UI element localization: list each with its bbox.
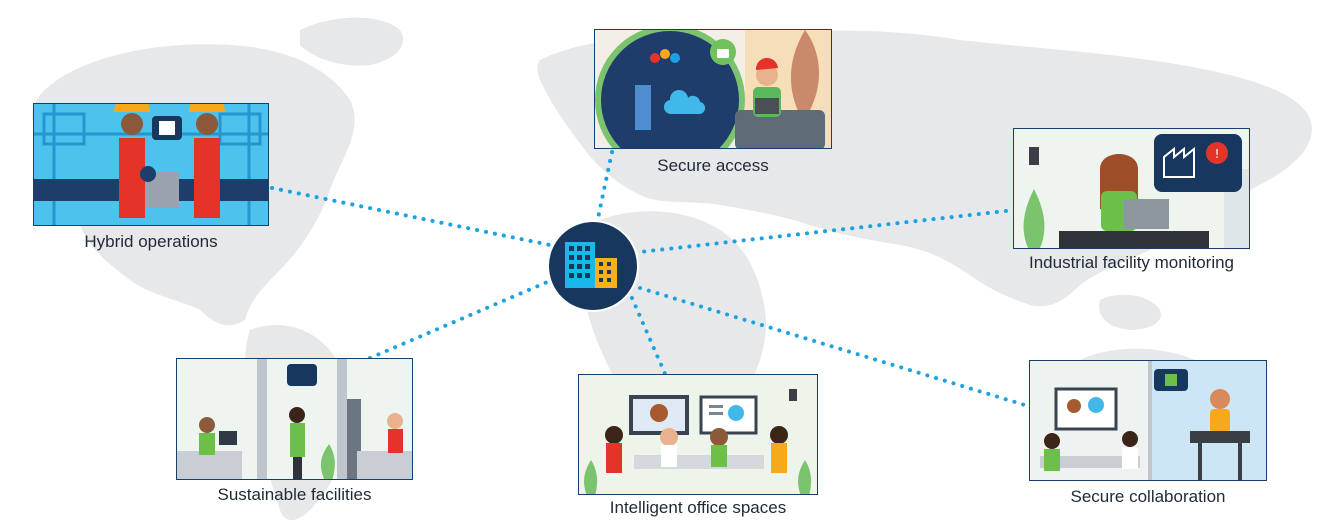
connector-industrial	[638, 208, 1017, 254]
hybrid-operations-label: Hybrid operations	[84, 232, 218, 251]
hybrid-operations-card	[33, 103, 269, 226]
intelligent-office-illustration	[579, 375, 817, 494]
sustainable-facilities-card	[176, 358, 413, 480]
industrial-facility-illustration: !	[1014, 129, 1249, 248]
secure-access-card	[594, 29, 832, 149]
sustainable-facilities-illustration	[177, 359, 412, 479]
connector-hybrid	[270, 186, 552, 247]
industrial-facility-label: Industrial facility monitoring	[1028, 253, 1235, 272]
hub-building-icon	[547, 220, 639, 312]
intelligent-office-label: Intelligent office spaces	[609, 498, 787, 517]
connector-sustainable	[368, 278, 554, 360]
secure-collaboration-illustration	[1030, 361, 1266, 480]
connector-secure-access	[596, 150, 614, 220]
hybrid-operations-illustration	[34, 104, 268, 225]
intelligent-office-card	[578, 374, 818, 495]
industrial-facility-card: !	[1013, 128, 1250, 249]
secure-collaboration-label: Secure collaboration	[1070, 487, 1226, 506]
secure-access-label: Secure access	[657, 156, 769, 175]
secure-access-illustration	[595, 30, 831, 148]
connector-collab	[638, 286, 1030, 408]
connector-office	[630, 296, 668, 378]
sustainable-facilities-label: Sustainable facilities	[217, 485, 372, 504]
secure-collaboration-card	[1029, 360, 1267, 481]
svg-text:!: !	[1215, 147, 1220, 161]
